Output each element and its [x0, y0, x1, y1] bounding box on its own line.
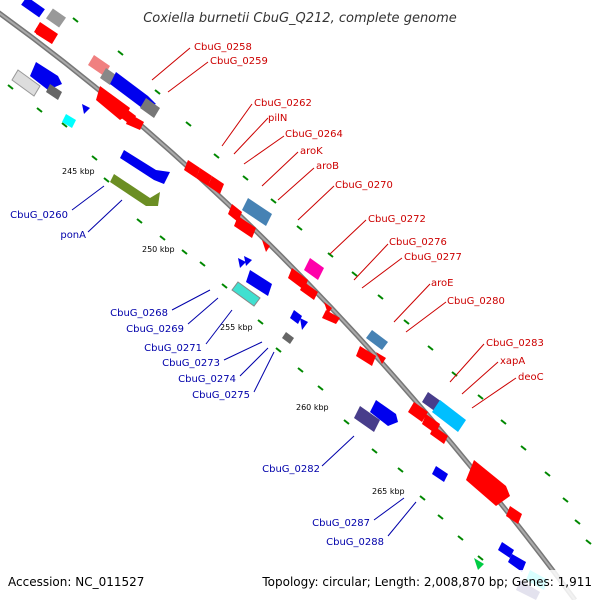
kbp-label: 265 kbp: [372, 487, 405, 496]
gene-label[interactable]: CbuG_0287: [312, 518, 370, 529]
gene-label[interactable]: pilN: [268, 113, 287, 124]
gene-arrow: [21, 0, 66, 44]
reverse-genes: [11, 62, 548, 600]
gene-label[interactable]: CbuG_0258: [194, 42, 252, 53]
forward-genes: [21, 0, 522, 524]
gene-label[interactable]: CbuG_0274: [178, 374, 236, 385]
gene-label[interactable]: CbuG_0272: [368, 214, 426, 225]
gene-label[interactable]: CbuG_0273: [162, 358, 220, 369]
gene-label[interactable]: CbuG_0260: [10, 210, 68, 221]
gene-label[interactable]: deoC: [518, 372, 544, 383]
gene-label[interactable]: aroB: [316, 161, 339, 172]
accession-text: Accession: NC_011527: [8, 575, 144, 589]
forward-label-lines: [151, 47, 517, 409]
gene-arrow: [184, 160, 272, 252]
gene-label[interactable]: aroK: [300, 146, 323, 157]
gene-label[interactable]: CbuG_0275: [192, 390, 250, 401]
gene-label[interactable]: CbuG_0269: [126, 324, 184, 335]
map-title: Coxiella burnetii CbuG_Q212, complete ge…: [143, 11, 457, 26]
gene-label[interactable]: CbuG_0283: [486, 338, 544, 349]
gene-label[interactable]: CbuG_0276: [389, 237, 447, 248]
gene-label[interactable]: xapA: [500, 356, 525, 367]
gene-label[interactable]: aroE: [431, 278, 453, 289]
tick-marks-outer: [72, 17, 592, 545]
reverse-gene-labels: CbuG_0260 ponA CbuG_0268 CbuG_0269 CbuG_…: [10, 210, 384, 548]
gene-arrow: [88, 55, 160, 130]
gene-label[interactable]: CbuG_0262: [254, 98, 312, 109]
gene-label[interactable]: CbuG_0259: [210, 56, 268, 67]
tick-marks-inner: [7, 84, 484, 561]
kbp-label: 245 kbp: [62, 167, 95, 176]
gene-label[interactable]: CbuG_0264: [285, 129, 343, 140]
gene-label[interactable]: CbuG_0288: [326, 537, 384, 548]
kbp-label: 250 kbp: [142, 245, 175, 254]
gene-label[interactable]: CbuG_0277: [404, 252, 462, 263]
gene-arrow: [288, 258, 340, 324]
gene-label[interactable]: CbuG_0271: [144, 343, 202, 354]
gene-label[interactable]: ponA: [60, 230, 86, 241]
gene-arrow: [408, 392, 466, 444]
forward-gene-labels: CbuG_0258 CbuG_0259 CbuG_0262 pilN CbuG_…: [194, 42, 544, 383]
gene-label[interactable]: CbuG_0282: [262, 464, 320, 475]
gene-arrow: [356, 330, 388, 366]
gene-arrow: [466, 460, 522, 524]
kbp-labels: 245 kbp 250 kbp 255 kbp 260 kbp 265 kbp: [62, 167, 405, 496]
kbp-label: 255 kbp: [220, 323, 253, 332]
kbp-label: 260 kbp: [296, 403, 329, 412]
gene-label[interactable]: CbuG_0270: [335, 180, 393, 191]
summary-text: Topology: circular; Length: 2,008,870 bp…: [261, 575, 592, 589]
gene-label[interactable]: CbuG_0280: [447, 296, 505, 307]
gene-label[interactable]: CbuG_0268: [110, 308, 168, 319]
reverse-label-lines: [71, 185, 417, 537]
